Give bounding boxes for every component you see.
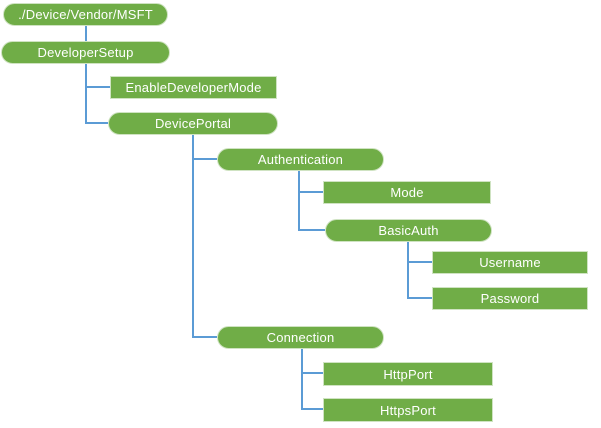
tree-node-label: Authentication [257,152,344,167]
connector-segment [86,86,110,88]
tree-node-https-port: HttpsPort [323,398,493,422]
connector-segment [302,372,323,374]
tree-node-password: Password [432,287,588,310]
tree-node-authentication: Authentication [217,148,384,171]
tree-node-device-portal: DevicePortal [108,112,278,135]
tree-node-developer-setup: DeveloperSetup [1,41,170,64]
tree-node-label: DevicePortal [154,116,232,131]
tree-node-label: DeveloperSetup [37,45,134,60]
connector-segment [301,349,303,410]
tree-node-enable-developer-mode: EnableDeveloperMode [110,76,277,99]
tree-node-connection: Connection [217,326,384,349]
connector-segment [299,191,323,193]
connector-segment [193,336,217,338]
tree-node-root: ./Device/Vendor/MSFT [3,3,168,26]
tree-node-mode: Mode [323,181,491,204]
tree-node-basic-auth: BasicAuth [325,219,492,242]
connector-segment [408,261,432,263]
tree-node-label: Mode [390,185,424,200]
tree-node-label: BasicAuth [378,223,439,238]
connector-segment [85,26,87,41]
connector-segment [302,408,323,410]
tree-node-username: Username [432,251,588,274]
tree-node-label: Connection [266,330,335,345]
connector-segment [85,64,87,124]
tree-node-label: HttpPort [383,366,433,382]
tree-node-label: Username [479,255,541,270]
tree-node-label: EnableDeveloperMode [125,80,262,95]
connector-segment [299,229,325,231]
tree-node-label: HttpsPort [380,402,436,418]
connector-segment [407,242,409,299]
tree-node-label: Password [480,291,540,306]
connector-segment [408,297,432,299]
connector-segment [298,171,300,231]
connector-segment [86,122,108,124]
connector-segment [193,158,217,160]
tree-node-label: ./Device/Vendor/MSFT [18,7,153,22]
connector-segment [192,135,194,338]
tree-node-http-port: HttpPort [323,362,493,386]
